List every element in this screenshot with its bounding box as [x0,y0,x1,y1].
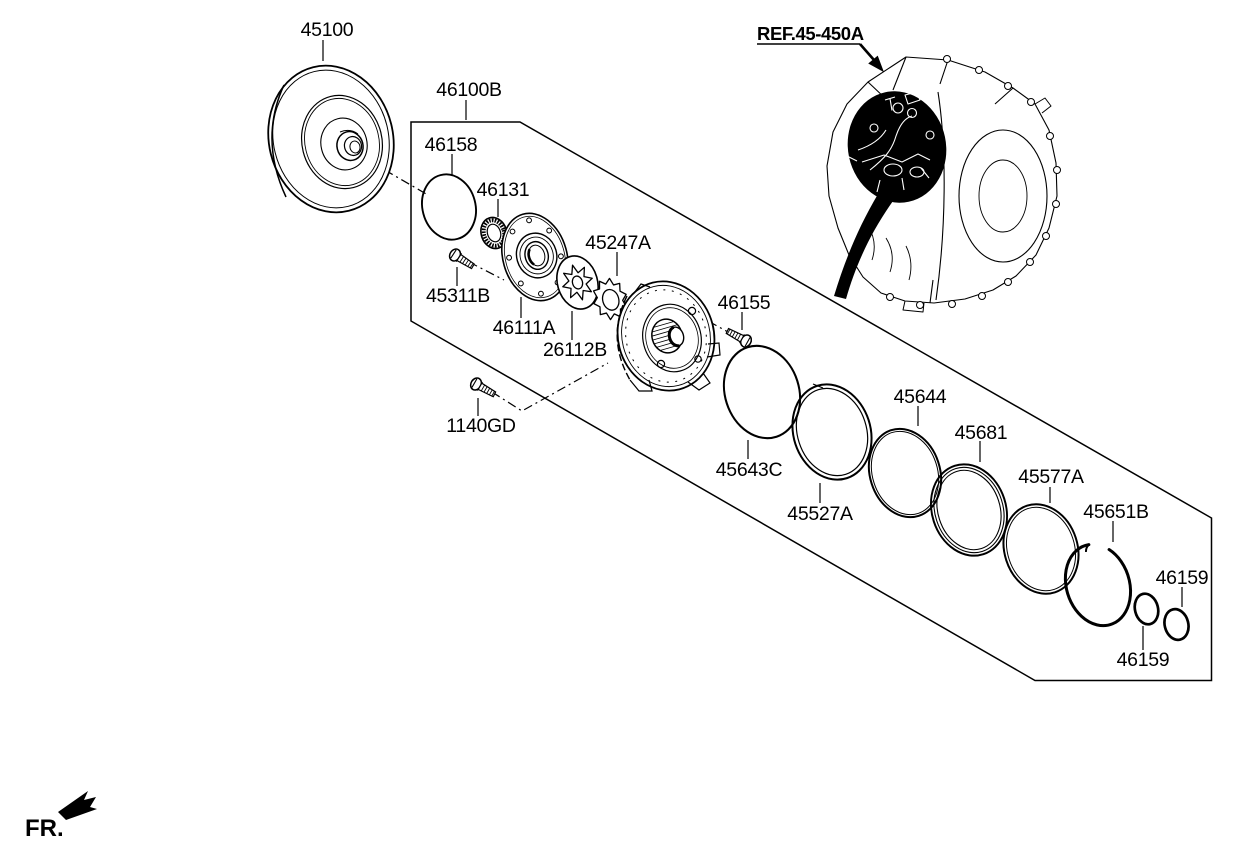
part-labels: 45100 46100B 46158 46131 45311B 46111A 2… [25,19,1209,842]
seal-ring-46159-right-drawing [1163,607,1190,642]
part-label-46111A: 46111A [493,317,556,339]
highlight-swoosh [834,194,893,299]
oring-45643C-drawing [722,344,802,440]
oil-pump-cover-drawing [501,212,569,302]
snap-ring-45651B-drawing [1063,543,1132,628]
part-label-46155: 46155 [718,292,771,314]
bolt-1140GD-drawing [467,375,499,401]
transmission-reference-drawing [826,55,1061,313]
highlight-ellipse [847,91,947,203]
ref-label: REF.45-450A [757,23,864,44]
part-label-45100: 45100 [301,19,354,41]
ring-45644-drawing [867,427,943,519]
part-label-45527A: 45527A [787,503,853,525]
part-label-46158: 46158 [425,134,478,156]
part-label-1140GD: 1140GD [446,415,516,437]
oil-pump-body-drawing [616,280,721,392]
assembly-box-outline [410,121,1213,682]
ring-45577A-drawing [1002,503,1080,595]
part-label-45311B: 45311B [426,285,490,307]
part-label-46159-right: 46159 [1156,567,1209,589]
part-label-45577A: 45577A [1018,466,1084,488]
oring-46158-drawing [421,173,477,241]
part-label-46159-bottom: 46159 [1117,649,1170,671]
bolt-45311B-drawing [446,246,478,273]
ref-pointer-arrow-icon [757,43,884,73]
seal-ring-46159-left-drawing [1133,592,1160,626]
part-label-46100B: 46100B [436,79,501,101]
fr-label: FR. [25,815,64,842]
ring-45681-drawing [929,463,1009,557]
part-label-45651B: 45651B [1083,501,1148,523]
ring-45527A-drawing [791,383,873,481]
part-label-26112B: 26112B [543,339,607,361]
part-label-45643C: 45643C [716,459,783,481]
ring-45527A-seam [812,383,824,389]
torque-converter-drawing [267,64,395,214]
part-label-45644: 45644 [894,386,947,408]
fr-direction-arrow-icon [58,791,97,820]
part-label-45681: 45681 [955,422,1008,444]
pump-inner-rotor-drawing [556,255,599,310]
part-label-45247A: 45247A [585,232,651,254]
label-leader-lines [322,40,1183,650]
bolt-46155-drawing [723,324,755,350]
part-label-46131: 46131 [477,179,530,201]
